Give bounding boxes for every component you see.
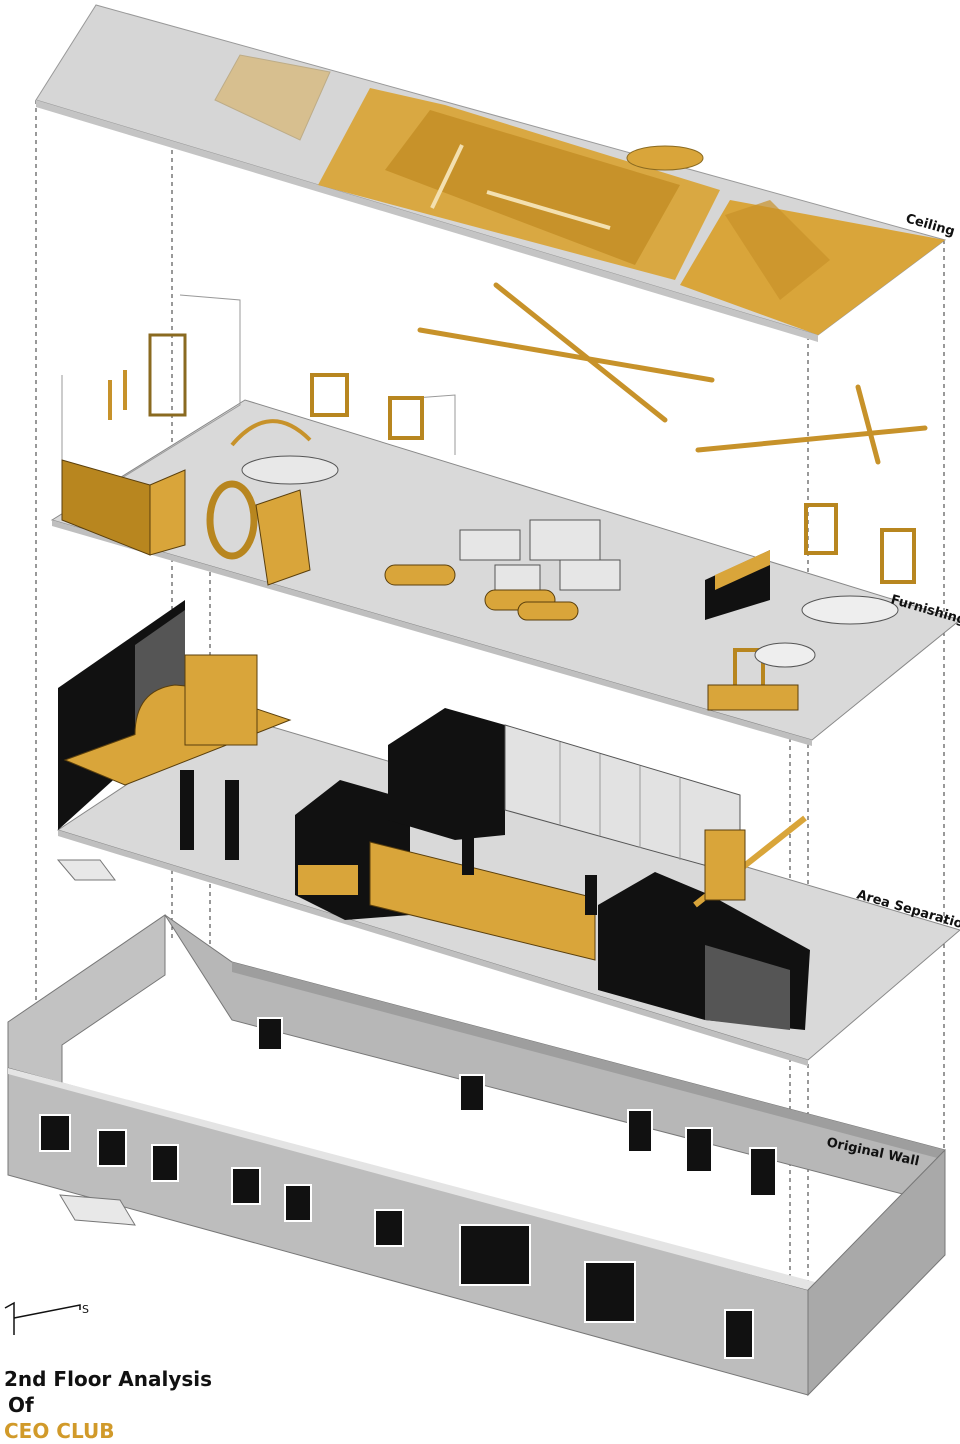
hanging-rack xyxy=(148,333,187,417)
title-line-2: Of xyxy=(8,1393,34,1417)
ceiling-light-strip xyxy=(486,190,611,230)
suspended-rods xyxy=(417,282,928,465)
stairs xyxy=(56,859,116,881)
cabinet xyxy=(707,684,799,711)
ceiling-layer xyxy=(35,4,947,342)
ceiling-cylinder xyxy=(626,145,704,171)
original-wall-layer xyxy=(7,914,946,1397)
capsule-bench-1 xyxy=(384,564,456,586)
partition-box-2 xyxy=(388,708,505,840)
ceiling-dome xyxy=(214,54,331,141)
round-table xyxy=(754,642,816,668)
pendant-light xyxy=(230,419,312,447)
title-line-1: 2nd Floor Analysis xyxy=(4,1367,213,1391)
compass xyxy=(4,1301,81,1335)
furnishings-layer xyxy=(50,294,960,746)
gold-tunnel xyxy=(369,841,596,961)
window-frames xyxy=(310,373,916,697)
sofa-group xyxy=(459,519,621,596)
area-separation-layer xyxy=(56,600,960,1066)
title-line-3: CEO CLUB xyxy=(4,1419,115,1443)
original-windows xyxy=(39,1017,777,1359)
dining-table xyxy=(241,455,339,485)
conference-table xyxy=(801,595,899,625)
ring-arch xyxy=(206,480,258,560)
compass-south-label: S xyxy=(82,1303,89,1316)
